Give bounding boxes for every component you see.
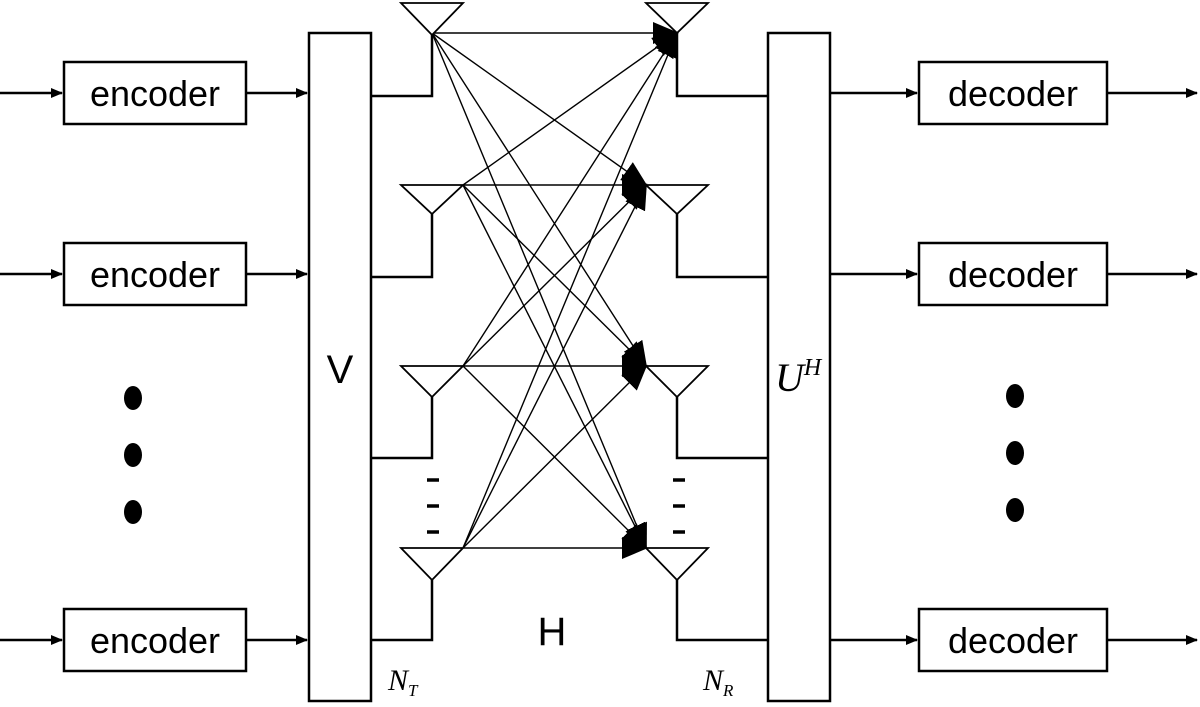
rx-feed-lines (675, 33, 768, 642)
encoder-label: encoder (90, 73, 220, 114)
rx-feed-line (675, 214, 768, 279)
channel-link (462, 31, 679, 367)
channel-link (462, 183, 647, 549)
encoder-row-2: encoder (0, 241, 308, 307)
channel-link (462, 183, 648, 367)
tx-antenna-icon (398, 2, 466, 37)
encoder-block (62, 241, 248, 307)
tx-feed-line (371, 397, 434, 460)
channel-link (431, 32, 648, 187)
decoder-block (917, 60, 1109, 126)
ellipsis-dot (1006, 498, 1024, 522)
tx-feed-lines (371, 35, 434, 642)
channel-link (431, 32, 648, 368)
decoder-block (917, 607, 1109, 673)
encoder-ellipsis (124, 386, 142, 524)
encoder-row-1: encoder (0, 60, 308, 126)
channel-links (431, 22, 679, 559)
rx-feed-line (675, 33, 768, 98)
tx-antenna-icon (398, 184, 466, 216)
rx-antenna-icon (643, 2, 711, 35)
postcoder-block (766, 31, 832, 703)
decoder-block (917, 241, 1109, 307)
ellipsis-dot (124, 386, 142, 410)
decoder-label: decoder (948, 620, 1078, 661)
rx-feed-line (675, 397, 768, 460)
ellipsis-dot (1006, 384, 1024, 408)
rx-antenna-icon (643, 547, 711, 582)
tx-feed-line (371, 35, 434, 98)
ellipsis-dot (124, 500, 142, 524)
encoder-block (62, 607, 248, 673)
tx-antennas (398, 2, 466, 582)
decoder-row-1: decoder (830, 60, 1198, 126)
rx-antenna-count-label: NR (702, 664, 734, 700)
decoder-row-2: decoder (830, 241, 1198, 307)
precoder-block (307, 31, 373, 703)
channel-link (462, 31, 679, 186)
decoder-row-3: decoder (830, 607, 1198, 673)
rx-feed-line (675, 580, 768, 642)
rx-antenna-icon (643, 365, 711, 399)
channel-link (462, 364, 648, 549)
precoder-label: V (327, 348, 354, 392)
encoder-label: encoder (90, 620, 220, 661)
postcoder-label: UH (775, 355, 823, 400)
tx-antenna-icon (398, 365, 466, 399)
encoder-row-3: encoder (0, 607, 308, 673)
ellipsis-dot (124, 443, 142, 467)
rx-antennas (643, 2, 711, 582)
decoder-label: decoder (948, 254, 1078, 295)
tx-feed-line (371, 214, 434, 279)
tx-feed-line (371, 580, 434, 642)
tx-antenna-count-label: NT (387, 664, 419, 700)
channel-label: H (538, 610, 567, 654)
encoder-label: encoder (90, 254, 220, 295)
ellipsis-dot (1006, 441, 1024, 465)
rx-antenna-icon (643, 184, 711, 216)
decoder-ellipsis (1006, 384, 1024, 522)
tx-antenna-icon (398, 547, 466, 582)
tx-antenna-ellipsis (427, 478, 439, 534)
channel-link (462, 31, 678, 549)
decoder-label: decoder (948, 73, 1078, 114)
rx-antenna-ellipsis (673, 478, 685, 534)
